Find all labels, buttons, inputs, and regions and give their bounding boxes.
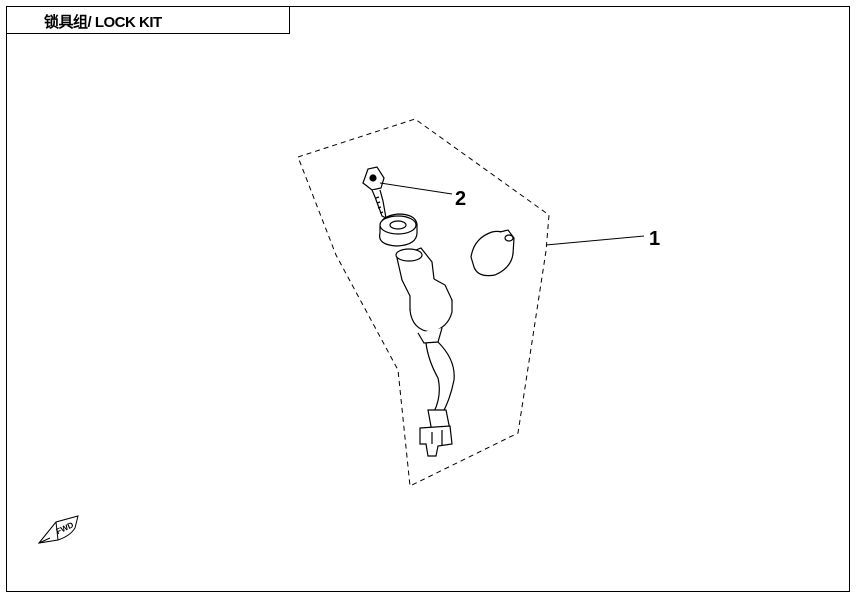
washer-part [379,213,418,247]
connector-part [419,409,453,457]
lock-cylinder-part [395,247,453,344]
cap-part [470,229,515,277]
leader-line-1 [545,235,645,246]
page-title: 锁具组/ LOCK KIT [44,14,162,31]
kit-boundary [297,118,550,487]
key-part [362,166,387,220]
callout-1: 1 [649,228,660,250]
title-box [6,6,290,34]
callout-2: 2 [455,188,466,210]
cable-part [425,341,455,415]
leader-line-2 [379,182,453,195]
forward-arrow-icon: FWD [37,515,79,544]
drawing-frame [6,6,850,592]
